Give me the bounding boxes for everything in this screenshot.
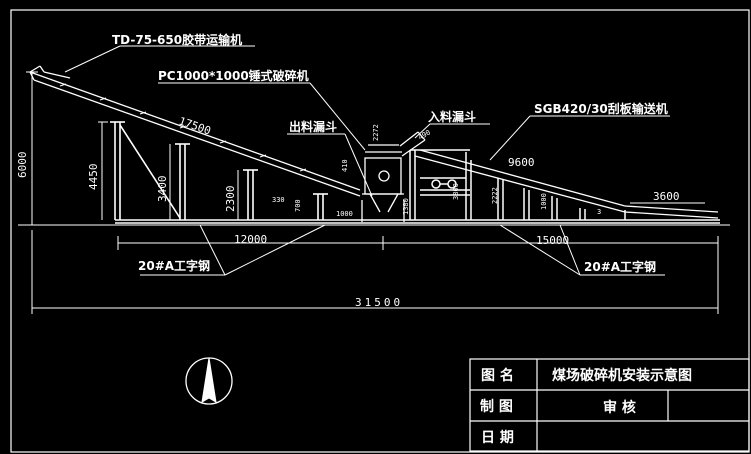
- title-block: [469, 358, 750, 452]
- dim-small-700: 700: [294, 199, 302, 212]
- title-date-label: 日 期: [481, 430, 514, 446]
- dim-incline-right: 9600: [508, 156, 535, 169]
- discharge-hopper-label: 出料漏斗: [289, 119, 337, 134]
- dim-small-3: 3: [597, 208, 601, 216]
- drawing-border: [10, 9, 750, 453]
- base-beam: [115, 219, 720, 224]
- leader-lines: [64, 45, 670, 276]
- steel-right-label: 20#A工字钢: [584, 259, 656, 274]
- dim-small-3800: 3800: [452, 183, 460, 200]
- dim-small-1380: 1380: [402, 198, 410, 215]
- dim-total-length: 31500: [355, 296, 403, 309]
- plate-conveyor: [414, 149, 719, 219]
- dim-support-height: 4450: [87, 164, 100, 191]
- feed-hopper-label: 入料漏斗: [428, 109, 476, 124]
- crusher-label: PC1000*1000锤式破碎机: [158, 68, 309, 83]
- dim-small-2222: 2222: [491, 187, 499, 204]
- belt-idlers: [59, 83, 307, 172]
- dim-small-410: 410: [341, 159, 349, 172]
- north-arrow-icon: [185, 357, 233, 405]
- dim-small-1000: 1000: [336, 210, 353, 218]
- steel-left-label: 20#A工字钢: [138, 258, 210, 273]
- dim-col-3400: 3400: [156, 176, 169, 203]
- belt-conveyor-label: TD-75-650胶带运输机: [112, 32, 242, 47]
- dim-span-left: 12000: [234, 233, 267, 246]
- dim-total-height: 6000: [16, 152, 29, 179]
- dim-end-length: 3600: [653, 190, 680, 203]
- dim-incline-length: 17500: [177, 115, 213, 138]
- dim-small-1000b: 1000: [540, 193, 548, 210]
- dim-span-right: 15000: [536, 234, 569, 247]
- plate-conveyor-label: SGB420/30刮板输送机: [534, 101, 668, 116]
- dim-small-2272: 2272: [372, 124, 380, 141]
- dim-small-330: 330: [272, 196, 285, 204]
- title-drawing-name-label: 图 名: [481, 367, 514, 384]
- title-review-label: 审 核: [603, 399, 636, 416]
- horizontal-dims: [31, 202, 719, 314]
- feed-hopper: [399, 131, 426, 157]
- left-dim-lines: [26, 71, 239, 226]
- title-drawn-label: 制 图: [480, 398, 513, 415]
- dim-col-2300: 2300: [224, 186, 237, 213]
- hammer-crusher: [361, 144, 405, 222]
- title-drawing-name: 煤场破碎机安装示意图: [552, 367, 692, 384]
